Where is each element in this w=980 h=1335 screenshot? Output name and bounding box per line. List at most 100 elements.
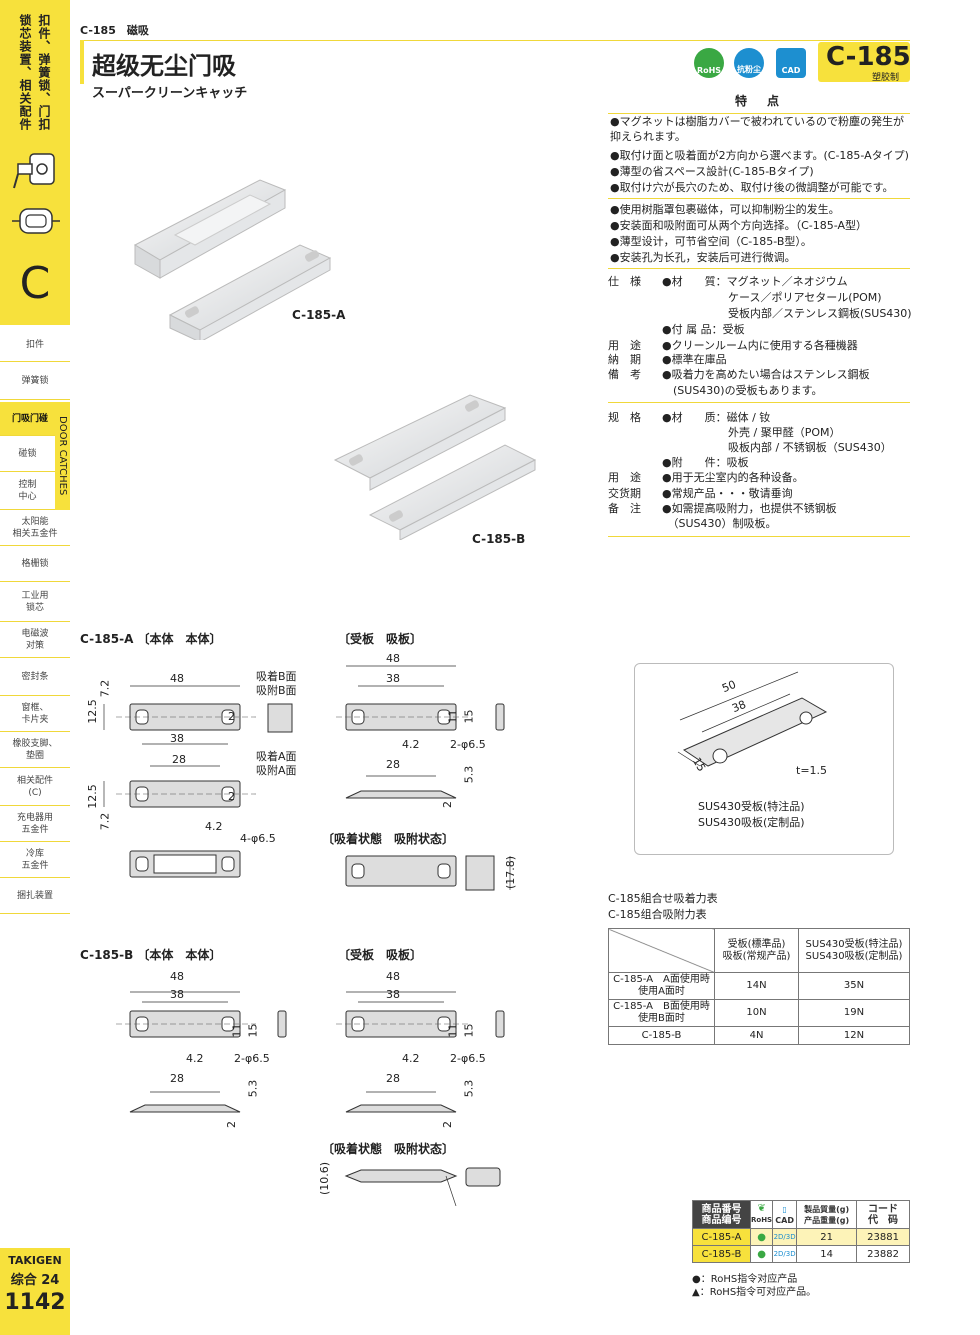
document-icon: ▯ (782, 1204, 787, 1214)
a-attached-side (465, 855, 495, 891)
dim-2-b: 2 (228, 790, 235, 803)
sidebar-footer: TAKIGEN 综合 24 1142 (0, 1248, 70, 1335)
force-row-3-std: 4N (714, 1026, 799, 1045)
sidebar-item-emi[interactable]: 电磁波 对策 (0, 622, 70, 658)
force-col-2-jp: SUS430受板(特注品) (805, 938, 903, 950)
spec-cn-label-7: 备 注 (608, 502, 641, 515)
sidebar-item-solar[interactable]: 太阳能 相关五金件 (0, 510, 70, 546)
product-col-code: 商品番号商品编号 (692, 1200, 751, 1229)
sidebar-item-fasteners[interactable]: 扣件 (0, 328, 70, 362)
sidebar-item-window-frame[interactable]: 窗框、 卡片夹 (0, 696, 70, 732)
dim-plate-11: 11 (446, 709, 460, 724)
force-table-header: 受板(標準品)吸板(常规产品) SUS430受板(特注品)SUS430吸板(定制… (608, 928, 910, 973)
a-plate-side-view (495, 703, 505, 731)
material-label: 塑胶制 (872, 73, 900, 83)
dim-bp-28: 28 (386, 1072, 400, 1085)
sidebar-item-spring-latch[interactable]: 弹簧锁 (0, 362, 70, 400)
dim-b-28: 28 (170, 1072, 184, 1085)
dim-bp-4-2: 4.2 (402, 1052, 420, 1065)
drawing-title-b-body: C-185-B 〔本体 本体〕 (80, 948, 222, 962)
dim-b-2-phi: 2-φ6.5 (234, 1052, 270, 1065)
force-row-name: C-185-A B面使用時使用B面时 (608, 999, 715, 1027)
force-table-title-cn: C-185组合吸附力表 (608, 908, 707, 921)
divider (608, 198, 910, 199)
title-accent-bar (80, 40, 84, 84)
force-table-title-jp: C-185組合せ吸着力表 (608, 892, 718, 905)
rohs-note-2: ▲：RoHS指令可对应产品。 (692, 1287, 817, 1298)
force-row-2-std: 10N (714, 999, 799, 1027)
rohs-status-icon: ● (749, 1228, 774, 1246)
product-table-header: 商品番号商品编号 ❦RoHS ▯CAD 製品質量(g)产品重量(g) コード代 … (692, 1200, 910, 1229)
sidebar-item-industrial-cylinder[interactable]: 工业用 锁芯 (0, 582, 70, 622)
anti-dust-badge-label: 抗粉尘 (737, 65, 761, 74)
sidebar-item-rubber-feet[interactable]: 橡胶支脚、 垫圈 (0, 732, 70, 768)
anti-dust-badge-icon: 抗粉尘 (734, 48, 764, 78)
cad-badge-icon[interactable]: CAD (776, 48, 806, 78)
sidebar-item-catch-lock[interactable]: 碰锁 (0, 436, 55, 472)
dim-bp-11: 11 (446, 1023, 460, 1038)
spec-cn-value-7: ●如需提高吸附力，也提供不锈钢板 (662, 502, 837, 515)
technical-drawings (103, 665, 511, 1206)
product-col-code-cn: 商品编号 (701, 1214, 742, 1226)
sidebar-item-accessories[interactable]: 相关配件 (C) (0, 768, 70, 806)
sidebar-category-title: 扣件、弹簧锁、门扣 锁芯装置、相关配件 (6, 14, 64, 134)
force-row-1-name-jp: C-185-A A面使用時 (613, 974, 710, 985)
feature-jp-4: ●取付け穴が長穴のため、取付け後の微調整が可能です。 (610, 181, 894, 194)
cad-download-link[interactable]: 2D/3D (772, 1245, 798, 1263)
sidebar-item-cold-storage[interactable]: 冷库 五金件 (0, 842, 70, 878)
dim-48: 48 (170, 672, 184, 685)
b-plate-side-view (495, 1010, 505, 1038)
cad-download-link[interactable]: 2D/3D (772, 1228, 798, 1246)
rohs-badge-icon: RoHS (694, 48, 724, 78)
spec-cn-value-5: ●用于无尘室内的各种设备。 (662, 471, 804, 484)
spec-cn-value-3: 吸板内部 / 不锈钢板（SUS430） (662, 441, 892, 454)
table-row[interactable]: C-185-B ● 2D/3D 14 23882 (692, 1245, 910, 1263)
dim-b-4-2: 4.2 (186, 1052, 204, 1065)
table-row[interactable]: C-185-A ● 2D/3D 21 23881 (692, 1228, 910, 1246)
latch-icon (12, 208, 60, 234)
dim-plate-48: 48 (386, 652, 400, 665)
product-col-cad: ▯CAD (772, 1200, 798, 1229)
feature-jp-3: ●薄型の省スペース設計(C-185-Bタイプ) (610, 165, 814, 178)
dim-plate-2-phi: 2-φ6.5 (450, 738, 486, 751)
force-col-1: 受板(標準品)吸板(常规产品) (714, 928, 799, 973)
force-row-3-sus: 12N (798, 1026, 910, 1045)
dim-b-38: 38 (170, 988, 184, 1001)
force-col-2: SUS430受板(特注品)SUS430吸板(定制品) (798, 928, 910, 973)
drawing-title-a-plate: 〔受板 吸板〕 (338, 632, 423, 646)
sidebar-category-block: 扣件、弹簧锁、门扣 锁芯装置、相关配件 C (0, 0, 70, 325)
photo-label-a: C-185-A (292, 308, 346, 322)
dim-plate-5-3: 5.3 (462, 765, 476, 784)
spec-cn-value-4: ●附 件：吸板 (662, 456, 749, 469)
sidebar-item-seal[interactable]: 密封条 (0, 658, 70, 696)
dim-b-48: 48 (170, 970, 184, 983)
spec-cn-value-8: （SUS430）制吸板。 (662, 517, 777, 530)
dim-bp-15: 15 (462, 1023, 476, 1038)
sidebar-item-binding[interactable]: 捆扎装置 (0, 878, 70, 914)
plate-caption-jp: SUS430受板(特注品) (698, 800, 805, 813)
product-weight-cell: 21 (796, 1228, 858, 1246)
dim-bp-2-phi: 2-φ6.5 (450, 1052, 486, 1065)
sus430-plate-drawing (677, 671, 828, 767)
leaf-icon: ❦ (757, 1203, 766, 1214)
a-plate-front-view (345, 790, 457, 799)
spec-jp-label-6: 納 期 (608, 353, 641, 366)
sidebar-item-charger[interactable]: 充电器用 五金件 (0, 806, 70, 842)
feature-jp-2: ●取付け面と吸着面が2方向から選べます。(C-185-Aタイプ) (610, 149, 909, 162)
dim-b-5-3: 5.3 (246, 1079, 260, 1098)
sidebar-item-grating-lock[interactable]: 格栅锁 (0, 546, 70, 582)
dim-7-2-b: 7.2 (98, 812, 112, 831)
force-row-2-sus: 19N (798, 999, 910, 1027)
sidebar-active-section-label: DOOR CATCHES (55, 402, 70, 510)
table-row: C-185-B 4N 12N (608, 1026, 910, 1045)
b-body-front-view (129, 1104, 241, 1113)
force-row-2-name-cn: 使用B面时 (638, 1013, 685, 1024)
plate-caption-cn: SUS430吸板(定制品) (698, 816, 805, 829)
sidebar: 扣件、弹簧锁、门扣 锁芯装置、相关配件 C 扣件 弹簧锁 门吸门碰 DOOR C… (0, 0, 70, 1335)
spec-jp-value-3: 受板内部／ステンレス鋼板(SUS430) (662, 307, 912, 320)
product-col-cad-label: CAD (775, 1215, 794, 1225)
drawing-title-a-attach: 〔吸着状態 吸附状态〕 (322, 832, 455, 846)
sidebar-item-control-center[interactable]: 控制 中心 (0, 472, 55, 510)
photo-label-b: C-185-B (472, 532, 526, 546)
product-weight-cell: 14 (796, 1245, 858, 1263)
